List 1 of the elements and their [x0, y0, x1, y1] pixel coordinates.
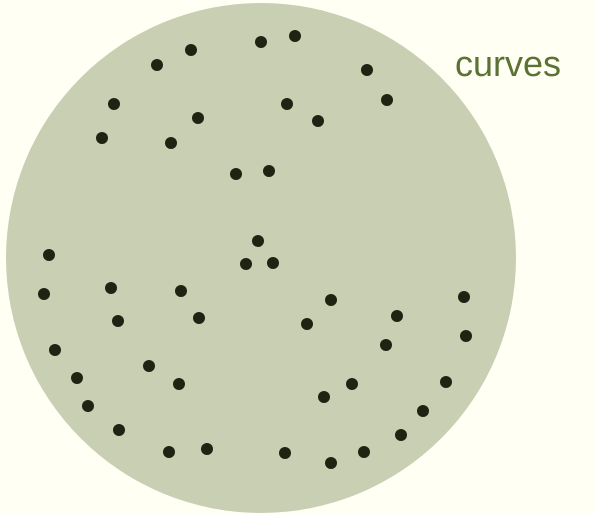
circle-heading: curves — [455, 42, 562, 86]
